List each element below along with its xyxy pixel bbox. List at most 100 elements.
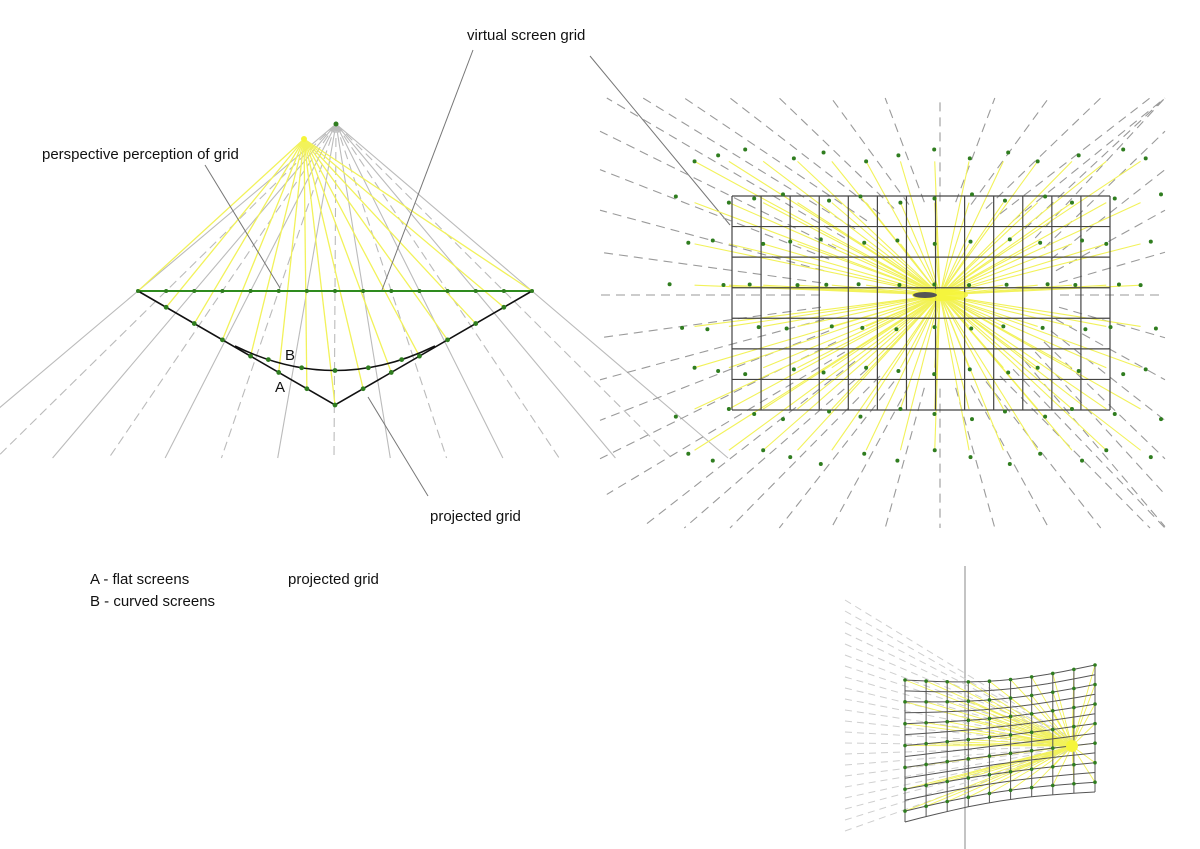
front-node: [1112, 196, 1117, 201]
front-ray: [831, 294, 941, 369]
front-node: [1080, 238, 1085, 243]
curved-node: [332, 368, 338, 373]
front-ray: [939, 243, 1073, 296]
persp-dashed-ray: [844, 621, 1073, 741]
dashed-ray: [599, 330, 830, 421]
front-node: [788, 239, 793, 244]
flat-node: [191, 321, 197, 326]
persp-node: [1093, 682, 1097, 687]
front-ray: [939, 202, 1004, 296]
persp-grid-nodes: [903, 663, 1097, 813]
front-node: [1007, 462, 1012, 467]
persp-dashed-ray: [844, 654, 1073, 742]
screen-node: [136, 289, 140, 293]
persp-ray: [904, 745, 1073, 812]
persp-node: [1093, 663, 1097, 667]
leader-virtual-left: [381, 49, 474, 291]
front-ray: [728, 202, 941, 296]
persp-node: [966, 680, 971, 684]
front-ray: [865, 294, 941, 451]
persp-node: [945, 759, 950, 764]
front-ray: [865, 294, 941, 369]
persp-dashed-ray: [844, 599, 1073, 740]
front-node: [969, 326, 974, 331]
dashed-ray: [830, 97, 910, 205]
dashed-ray: [599, 251, 822, 284]
persp-node: [966, 795, 971, 799]
dashed-ray: [884, 387, 925, 529]
front-ray: [939, 294, 1004, 451]
persp-node: [1029, 730, 1034, 735]
front-ray: [939, 202, 1039, 296]
front-node: [726, 406, 731, 411]
front-node: [686, 240, 691, 245]
dashed-ray: [642, 360, 856, 528]
front-node: [898, 406, 903, 411]
front-node: [716, 153, 721, 158]
front-node: [1073, 282, 1078, 287]
front-node: [1148, 455, 1153, 460]
persp-node: [1050, 765, 1055, 769]
dashed-ray: [1024, 97, 1166, 230]
flat-node: [360, 386, 366, 392]
front-ray: [728, 294, 941, 410]
front-node: [716, 368, 721, 373]
front-node: [1043, 414, 1048, 419]
front-node: [1001, 324, 1006, 329]
persp-dashed-ray: [844, 747, 1073, 777]
persp-node: [1029, 675, 1034, 679]
perception-ray: [303, 138, 308, 389]
screen-node: [389, 289, 394, 293]
front-node: [862, 451, 867, 456]
perception-ray: [249, 138, 305, 357]
front-ray: [939, 243, 1141, 296]
flat-node: [445, 337, 450, 343]
persp-node: [924, 741, 928, 746]
front-node: [686, 451, 691, 456]
front-node: [667, 282, 672, 287]
label-a: A: [275, 379, 285, 396]
front-node: [1108, 325, 1113, 330]
leader-perspective: [204, 164, 281, 289]
dashed-ray: [985, 97, 1102, 209]
front-ray: [762, 294, 941, 451]
perception-ray: [303, 138, 336, 406]
persp-dashed-lines: [844, 599, 1073, 832]
persp-node: [1050, 671, 1055, 676]
front-node: [1038, 451, 1043, 456]
perception-ray: [165, 138, 305, 308]
front-ray: [797, 294, 941, 369]
dashed-ray: [955, 387, 996, 529]
screen-node: [164, 289, 169, 293]
front-ray: [939, 294, 1073, 410]
dashed-ray: [955, 97, 996, 203]
front-node: [1002, 198, 1007, 203]
persp-ray: [904, 701, 1073, 747]
front-ray: [797, 202, 941, 296]
persp-dashed-ray: [844, 747, 1073, 788]
front-ray: [831, 243, 941, 296]
front-node: [743, 147, 748, 152]
front-node: [1138, 283, 1143, 288]
front-ray: [865, 161, 941, 296]
front-ray: [865, 294, 941, 410]
persp-node: [1029, 693, 1034, 698]
front-ray: [694, 294, 941, 327]
persp-dashed-ray: [844, 731, 1073, 746]
front-node: [895, 238, 900, 243]
persp-node: [966, 737, 971, 742]
persp-node: [903, 700, 907, 704]
dashed-ray: [683, 368, 868, 529]
dashed-ray: [1050, 169, 1166, 260]
mesh-row-line: [904, 674, 1096, 693]
front-node: [1076, 153, 1081, 158]
label-b: B: [285, 347, 295, 364]
front-node: [932, 372, 937, 377]
front-ray: [797, 160, 941, 296]
dashed-ray: [1012, 368, 1166, 529]
front-node: [1112, 412, 1117, 417]
dashed-ray: [1058, 306, 1166, 339]
persp-node: [987, 754, 992, 758]
screen-node: [501, 289, 506, 293]
persp-node: [1072, 781, 1076, 786]
